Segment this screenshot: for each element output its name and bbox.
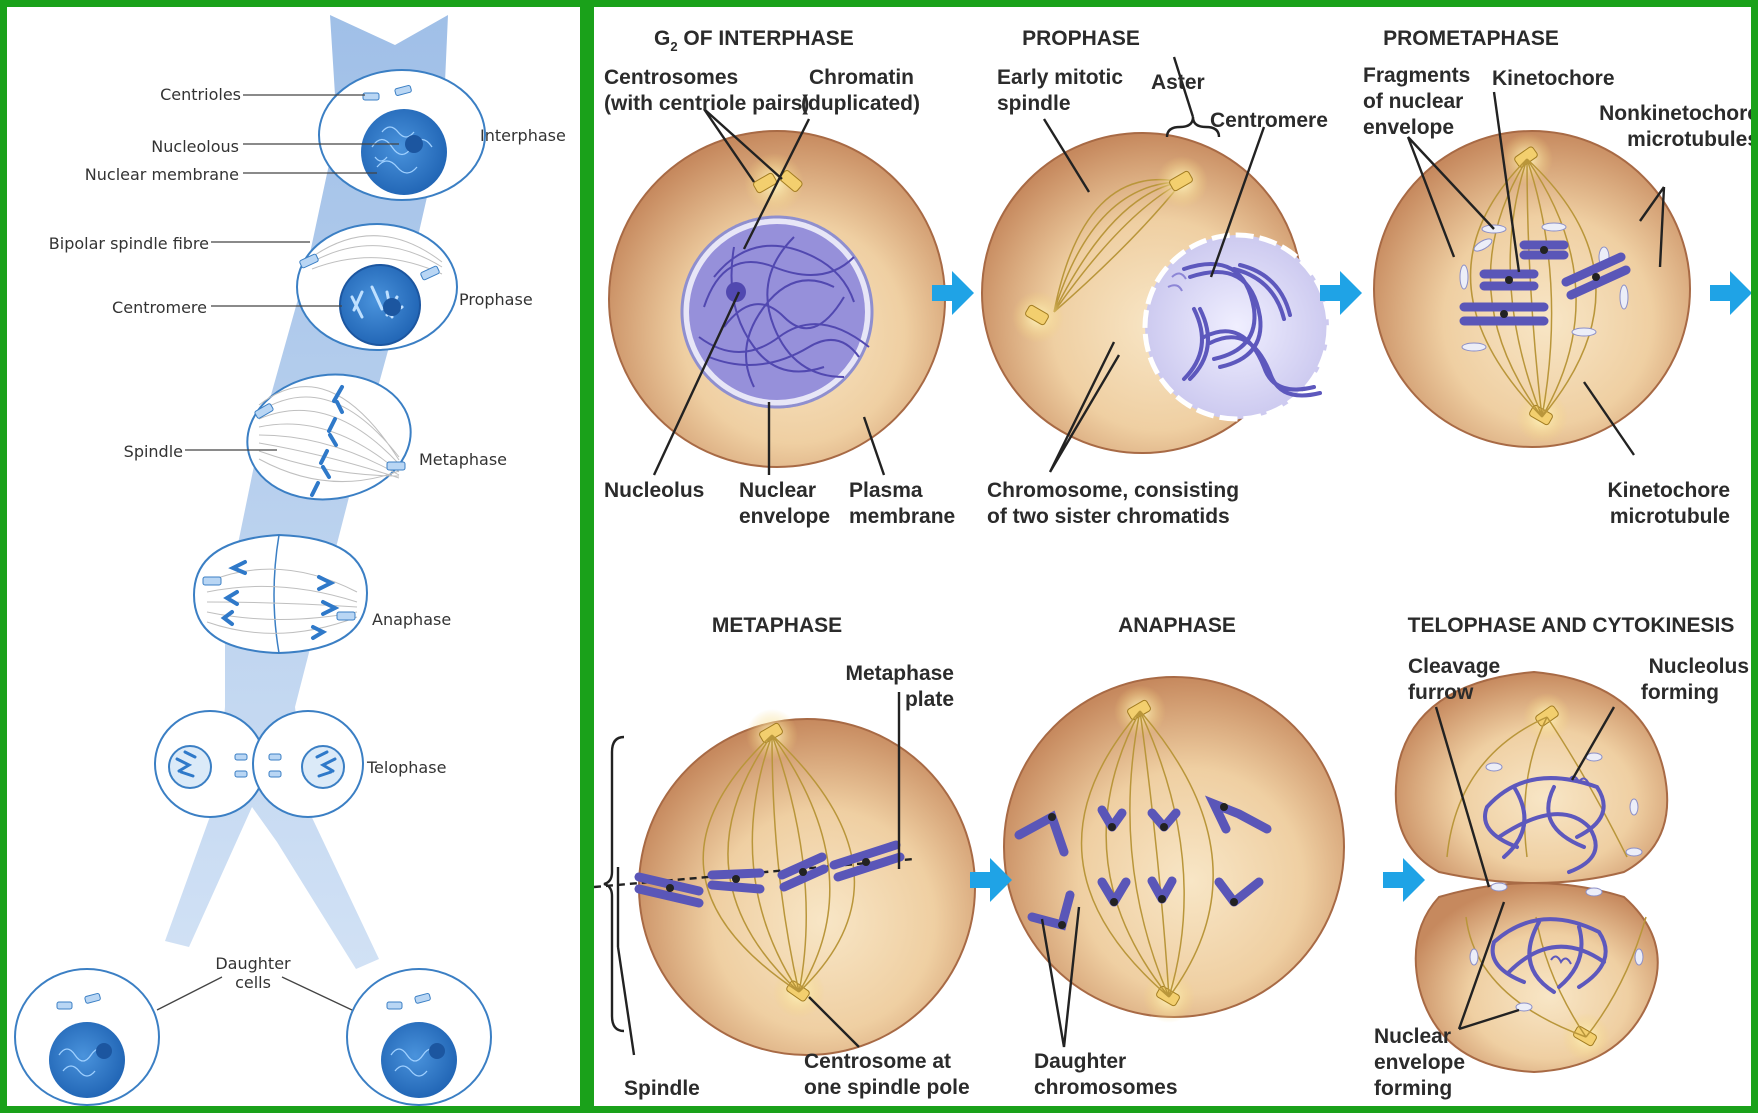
label-kinetochore-microtubule-1: Kinetochore	[1607, 479, 1730, 502]
label-daughter-cells-1: Daughter	[215, 954, 291, 973]
nucleolus	[405, 135, 423, 153]
label-metaphase-plate-2: plate	[905, 688, 954, 711]
left-diagram: Centrioles Nucleolous Nuclear membrane B…	[7, 7, 580, 1106]
right-panel-detailed-mitosis: G2 OF INTERPHASE PROPHASE PROMETAPHASE M…	[587, 0, 1758, 1113]
label-centrioles: Centrioles	[160, 85, 241, 104]
label-nuclear-membrane: Nuclear membrane	[85, 165, 239, 184]
metaphase-cell	[594, 709, 975, 1055]
daughter-cell-left	[15, 969, 159, 1105]
label-centrosome-pole-1: Centrosome at	[804, 1050, 951, 1073]
title-prophase: PROPHASE	[1022, 27, 1140, 50]
label-centrosomes-1: Centrosomes	[604, 66, 738, 89]
left-panel-simplified-mitosis: Centrioles Nucleolous Nuclear membrane B…	[0, 0, 587, 1113]
telophase-cells	[1396, 672, 1667, 1072]
label-fragments-3: envelope	[1363, 116, 1454, 139]
label-chromosome-1: Chromosome, consisting	[987, 479, 1239, 502]
label-metaphase-plate-1: Metaphase	[845, 662, 954, 685]
label-nuclear-envelope-2: envelope	[739, 505, 830, 528]
label-nuclear-envelope-forming-2: envelope	[1374, 1051, 1465, 1074]
stage-interphase: Interphase	[480, 126, 566, 145]
title-telophase-cytokinesis: TELOPHASE AND CYTOKINESIS	[1408, 614, 1735, 637]
label-nucleolous: Nucleolous	[151, 137, 239, 156]
label-nuclear-envelope-forming-3: forming	[1374, 1077, 1452, 1100]
daughter-cell-right	[347, 969, 491, 1105]
label-centromere-prophase: Centromere	[1210, 109, 1328, 132]
label-nonkinetochore-2: microtubules	[1627, 128, 1751, 151]
label-nonkinetochore-1: Nonkinetochore	[1599, 102, 1751, 125]
title-metaphase: METAPHASE	[712, 614, 842, 637]
prophase-cell	[297, 224, 457, 350]
label-spindle: Spindle	[624, 1077, 700, 1100]
label-nucleolus-forming-2: forming	[1641, 681, 1719, 704]
title-g2-interphase: G2 OF INTERPHASE	[654, 27, 854, 54]
prophase-cell	[982, 133, 1329, 453]
label-plasma-membrane-2: membrane	[849, 505, 955, 528]
arrow-3	[1710, 271, 1751, 315]
arrow-5	[1383, 858, 1425, 902]
label-nucleolus-forming-1: Nucleolus	[1649, 655, 1749, 678]
label-nuclear-envelope-forming-1: Nuclear	[1374, 1025, 1451, 1048]
label-kinetochore: Kinetochore	[1492, 67, 1615, 90]
label-plasma-membrane-1: Plasma	[849, 479, 923, 502]
label-chromatin-2: (duplicated)	[801, 92, 920, 115]
label-nuclear-envelope-1: Nuclear	[739, 479, 816, 502]
label-aster: Aster	[1151, 71, 1205, 94]
label-chromatin-1: Chromatin	[809, 66, 914, 89]
stage-telophase: Telophase	[366, 758, 446, 777]
nucleus	[361, 109, 447, 195]
label-daughter-chromosomes-2: chromosomes	[1034, 1076, 1178, 1099]
label-fragments-1: Fragments	[1363, 64, 1470, 87]
label-chromosome-2: of two sister chromatids	[987, 505, 1230, 528]
label-spindle: Spindle	[124, 442, 183, 461]
anaphase-cell	[194, 535, 367, 653]
label-centromere: Centromere	[112, 298, 207, 317]
label-centrosome-pole-2: one spindle pole	[804, 1076, 970, 1099]
interphase-cell	[319, 70, 485, 200]
label-early-spindle-1: Early mitotic	[997, 66, 1123, 89]
anaphase-cell	[1004, 677, 1344, 1023]
label-kinetochore-microtubule-2: microtubule	[1610, 505, 1730, 528]
label-early-spindle-2: spindle	[997, 92, 1071, 115]
centriole	[363, 93, 379, 100]
title-prometaphase: PROMETAPHASE	[1383, 27, 1559, 50]
right-diagram: G2 OF INTERPHASE PROPHASE PROMETAPHASE M…	[594, 7, 1751, 1106]
label-daughter-cells-2: cells	[235, 973, 271, 992]
label-bipolar-spindle-fibre: Bipolar spindle fibre	[49, 234, 209, 253]
prometaphase-cell	[1374, 131, 1690, 447]
stage-anaphase: Anaphase	[372, 610, 451, 629]
label-centrosomes-2: (with centriole pairs)	[604, 92, 809, 115]
label-cleavage-furrow-1: Cleavage	[1408, 655, 1500, 678]
label-nucleolus: Nucleolus	[604, 479, 704, 502]
title-anaphase: ANAPHASE	[1118, 614, 1236, 637]
stage-metaphase: Metaphase	[419, 450, 507, 469]
label-cleavage-furrow-2: furrow	[1408, 681, 1474, 704]
stage-prophase: Prophase	[459, 290, 533, 309]
label-daughter-chromosomes-1: Daughter	[1034, 1050, 1126, 1073]
label-fragments-2: of nuclear	[1363, 90, 1463, 113]
